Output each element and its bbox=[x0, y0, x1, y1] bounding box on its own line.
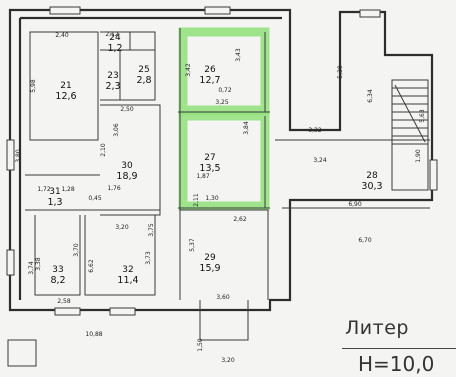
room-area: 2,3 bbox=[105, 81, 120, 92]
dimension-label: 3,84 bbox=[243, 121, 250, 135]
dimension-label: 3,80 bbox=[15, 149, 22, 163]
dimension-label: 3,20 bbox=[221, 357, 235, 364]
dimension-label: 5,37 bbox=[189, 238, 196, 252]
rooms-23-25-walls bbox=[100, 31, 156, 101]
window bbox=[6, 249, 15, 276]
room-number: 29 bbox=[204, 253, 216, 263]
room-area: 2,8 bbox=[136, 75, 151, 86]
window bbox=[429, 159, 438, 191]
room-area: 15,9 bbox=[199, 263, 220, 274]
dimension-label: 5,98 bbox=[30, 79, 37, 93]
staircase bbox=[391, 79, 429, 191]
room-number: 21 bbox=[60, 81, 71, 91]
small-rooms-partitions bbox=[100, 32, 155, 100]
dimension-label: 1,28 bbox=[61, 186, 75, 193]
dimension-label: 1,30 bbox=[205, 195, 219, 202]
room-area: 1,3 bbox=[47, 197, 62, 208]
dimension-label: 10,88 bbox=[85, 331, 102, 338]
dimension-label: 3,60 bbox=[216, 294, 230, 301]
dimension-label: 3,32 bbox=[308, 127, 322, 134]
dimension-label: 1,72 bbox=[37, 186, 51, 193]
room-area: 30,3 bbox=[361, 181, 382, 192]
dimension-label: 3,70 bbox=[73, 243, 80, 257]
room-number: 33 bbox=[52, 265, 63, 275]
room-number: 30 bbox=[121, 161, 133, 171]
dimension-label: 2,10 bbox=[100, 143, 107, 157]
window bbox=[49, 6, 81, 15]
title-underline bbox=[342, 348, 456, 349]
dimension-label: 3,24 bbox=[313, 157, 327, 164]
dimension-label: 3,73 bbox=[145, 251, 152, 265]
litera-label: Литер bbox=[345, 317, 409, 339]
dimension-label: 3,25 bbox=[215, 99, 229, 106]
room-number: 26 bbox=[204, 65, 216, 75]
room-number: 25 bbox=[138, 65, 149, 75]
dimension-label: 3,43 bbox=[235, 48, 242, 62]
dimension-label: 1,90 bbox=[415, 149, 422, 163]
dimension-label: 3,74 bbox=[28, 261, 35, 275]
outer-wall bbox=[8, 8, 434, 312]
dimension-label: 3,20 bbox=[115, 224, 129, 231]
entrance-porch bbox=[199, 300, 249, 341]
dimension-label: 1,87 bbox=[196, 173, 210, 180]
dimension-label: 3,75 bbox=[148, 223, 155, 237]
room-area: 8,2 bbox=[50, 275, 65, 286]
room-29-walls bbox=[180, 209, 269, 300]
dimension-label: 3,38 bbox=[35, 257, 42, 271]
room-21-walls bbox=[29, 31, 99, 141]
room-30-walls bbox=[25, 104, 161, 216]
room-area: 13,5 bbox=[199, 163, 220, 174]
dimension-label: 2,50 bbox=[120, 106, 134, 113]
room-number: 24 bbox=[109, 33, 121, 43]
room-28-walls bbox=[275, 139, 430, 209]
room-area: 12,7 bbox=[199, 75, 220, 86]
rooms-32-33-walls bbox=[34, 215, 156, 296]
dimension-label: 2,58 bbox=[57, 298, 71, 305]
window bbox=[54, 307, 81, 316]
dimension-label: 1,76 bbox=[107, 185, 121, 192]
room-number: 23 bbox=[107, 71, 118, 81]
room-area: 11,4 bbox=[117, 275, 138, 286]
dimension-label: 6,70 bbox=[358, 237, 372, 244]
room-area: 18,9 bbox=[116, 171, 137, 182]
highlight-room-27 bbox=[178, 111, 270, 211]
room-number: 27 bbox=[204, 153, 215, 163]
dimension-label: 6,90 bbox=[348, 201, 362, 208]
dimension-label: 6,34 bbox=[367, 89, 374, 103]
room-number: 32 bbox=[122, 265, 133, 275]
dimension-label: 2,11 bbox=[193, 193, 200, 207]
window bbox=[359, 9, 381, 18]
dimension-label: 2,40 bbox=[55, 32, 69, 39]
dimension-label: 0,45 bbox=[88, 195, 102, 202]
room-area: 12,6 bbox=[55, 91, 76, 102]
room-number: 28 bbox=[366, 171, 378, 181]
height-label: Н=10,0 bbox=[358, 352, 435, 376]
dimension-label: 2,62 bbox=[233, 216, 247, 223]
dimension-label: 1,50 bbox=[197, 338, 204, 352]
dimension-label: 5,63 bbox=[419, 109, 426, 123]
dimension-label: 0,72 bbox=[218, 87, 232, 94]
dimension-label: 2,12 bbox=[105, 31, 119, 38]
room-number: 31 bbox=[49, 187, 60, 197]
central-partitions bbox=[178, 28, 270, 300]
dimension-label: 3,42 bbox=[185, 63, 192, 77]
dimension-label: 6,62 bbox=[88, 259, 95, 273]
dimension-label: 5,30 bbox=[337, 65, 344, 79]
window bbox=[204, 6, 231, 15]
dimension-label: 3,06 bbox=[113, 123, 120, 137]
window bbox=[109, 307, 136, 316]
room-area: 1,2 bbox=[107, 43, 122, 54]
window bbox=[6, 139, 15, 171]
marker-box bbox=[7, 339, 37, 367]
